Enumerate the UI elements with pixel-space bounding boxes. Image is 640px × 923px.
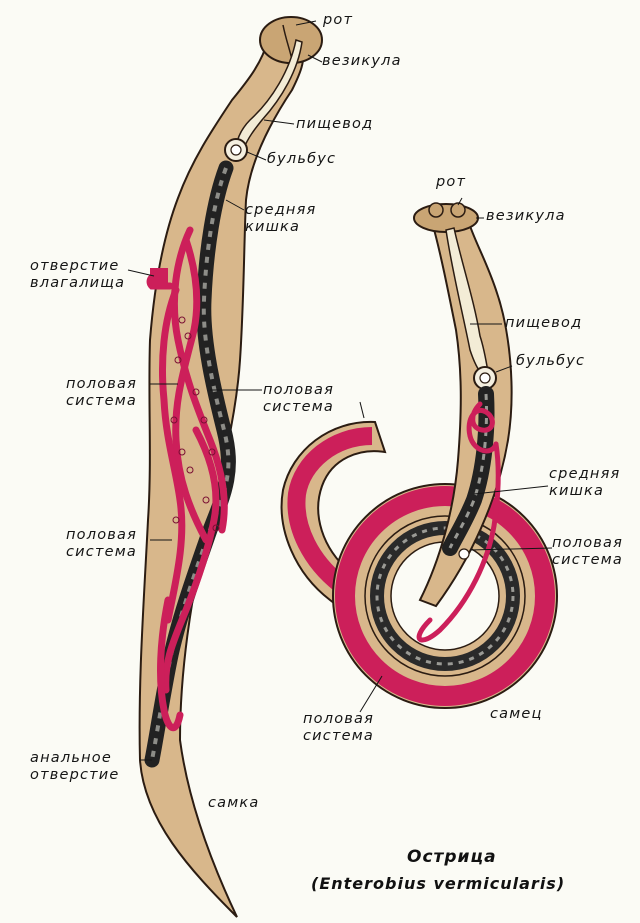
label-female-sex: самка: [208, 795, 259, 812]
label-female-mouth: рот: [323, 12, 353, 29]
diagram-subtitle: (Enterobius vermicularis): [311, 874, 565, 893]
label-female-vaginal-opening: отверстие влагалища: [30, 258, 125, 292]
label-male-vesicle: везикула: [486, 208, 566, 225]
label-male-bulb: бульбус: [516, 353, 585, 370]
label-female-esophagus: пищевод: [296, 116, 373, 133]
label-male-sex: самец: [490, 706, 543, 723]
label-male-midgut: средняя кишка: [549, 466, 620, 500]
male-worm: [282, 203, 557, 708]
male-head-vesicle: [414, 204, 478, 232]
label-male-esophagus: пищевод: [505, 315, 582, 332]
label-female-bulb: бульбус: [267, 151, 336, 168]
diagram-title: Острица: [407, 847, 497, 867]
label-male-reproductive-bottom: половая система: [303, 711, 374, 745]
label-female-reproductive-2: половая система: [263, 382, 334, 416]
label-female-vesicle: везикула: [322, 53, 402, 70]
label-female-anal-opening: анальное отверстие: [30, 750, 120, 784]
label-male-mouth: рот: [436, 174, 466, 191]
label-female-reproductive-3: половая система: [66, 527, 137, 561]
label-male-reproductive-right: половая система: [552, 535, 623, 569]
label-female-reproductive-1: половая система: [66, 376, 137, 410]
label-female-midgut: средняя кишка: [245, 202, 316, 236]
